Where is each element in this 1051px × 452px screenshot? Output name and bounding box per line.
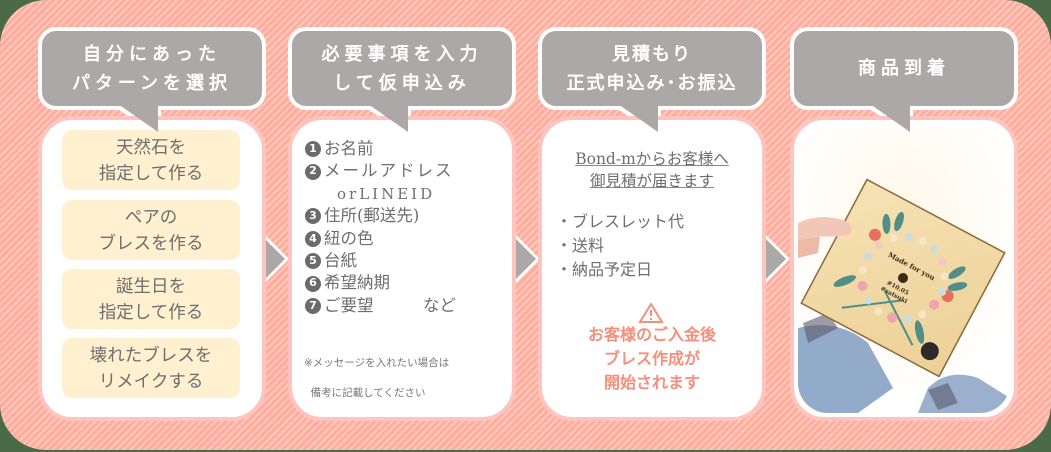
- number-6-icon: 6: [305, 275, 321, 292]
- step-1-title-bubble: 自分にあった パターンを選択: [38, 27, 266, 110]
- payment-warning: お客様のご入金後 ブレス作成が 開始されます: [587, 325, 716, 392]
- number-5-icon: 5: [305, 253, 321, 270]
- list-item: ・送料: [556, 236, 605, 255]
- step-4-title: 商品到着: [858, 58, 950, 79]
- step-3-title-bubble: 見積もり 正式申込み･お振込: [538, 27, 766, 110]
- number-2-icon: 2: [305, 163, 321, 180]
- step-4-card: Made for you #10.05 #satsuki: [790, 116, 1018, 421]
- field-requests: ご要望 など: [324, 295, 456, 315]
- list-item: ・納品予定日: [556, 260, 653, 279]
- field-mount: 台紙: [324, 251, 357, 271]
- estimate-items: ・ブレスレット代 ・送料 ・納品予定日: [556, 210, 684, 282]
- number-7-icon: 7: [305, 298, 321, 315]
- step-3: 見積もり 正式申込み･お振込 Bond-mからお客様へ 御見積が届きます ・ブレ…: [538, 27, 766, 421]
- step-1-card: 天然石を 指定して作る ペアの ブレスを作る 誕生日を 指定して作る 壊れたブレ…: [38, 116, 266, 421]
- list-item: ・ブレスレット代: [556, 212, 685, 231]
- field-line-id: orLINEID: [337, 184, 436, 203]
- headline-line-2: 御見積が届きます: [589, 172, 714, 190]
- product-photo: Made for you #10.05 #satsuki: [798, 128, 1010, 413]
- message-note: ※メッセージを入れたい場合は 備考に記載してください: [304, 348, 449, 408]
- option-pair-bracelet[interactable]: ペアの ブレスを作る: [62, 200, 240, 260]
- bubble-tail: [368, 104, 408, 132]
- note-line-1: ※メッセージを入れたい場合は: [304, 357, 450, 369]
- step-3-title: 見積もり 正式申込み･お振込: [566, 43, 738, 94]
- bracelet-card-image: Made for you #10.05 #satsuki: [798, 128, 1010, 413]
- step-4: 商品到着: [790, 27, 1018, 421]
- estimate-headline: Bond-mからお客様へ 御見積が届きます: [542, 148, 762, 192]
- bubble-tail: [870, 104, 910, 132]
- step-2-title-bubble: 必要事項を入力 して仮申込み: [288, 27, 516, 110]
- bubble-tail: [618, 104, 658, 132]
- option-natural-stone[interactable]: 天然石を 指定して作る: [62, 130, 240, 190]
- field-address: 住所(郵送先): [324, 206, 420, 226]
- step-3-card: Bond-mからお客様へ 御見積が届きます ・ブレスレット代 ・送料 ・納品予定…: [538, 116, 766, 421]
- option-remake[interactable]: 壊れたブレスを リメイクする: [62, 338, 240, 398]
- step-2-title: 必要事項を入力 して仮申込み: [321, 43, 483, 94]
- step-1: 自分にあった パターンを選択 天然石を 指定して作る ペアの ブレスを作る 誕生…: [38, 27, 266, 421]
- field-cord-color: 紐の色: [324, 228, 374, 248]
- headline-line-1: Bond-mからお客様へ: [575, 150, 729, 168]
- field-email: メールアドレス: [324, 161, 454, 181]
- note-line-2: 備考に記載してください: [304, 387, 426, 399]
- field-name: お名前: [324, 139, 374, 158]
- step-4-title-bubble: 商品到着: [790, 27, 1018, 110]
- option-birthday[interactable]: 誕生日を 指定して作る: [62, 269, 240, 329]
- field-delivery-date: 希望納期: [324, 273, 390, 293]
- number-4-icon: 4: [305, 230, 321, 247]
- bubble-tail: [118, 104, 158, 132]
- step-1-title: 自分にあった パターンを選択: [71, 43, 233, 94]
- warning-triangle-icon: [638, 302, 664, 323]
- number-3-icon: 3: [305, 208, 321, 225]
- list-item: orLINEID: [305, 183, 456, 205]
- number-1-icon: 1: [305, 141, 321, 158]
